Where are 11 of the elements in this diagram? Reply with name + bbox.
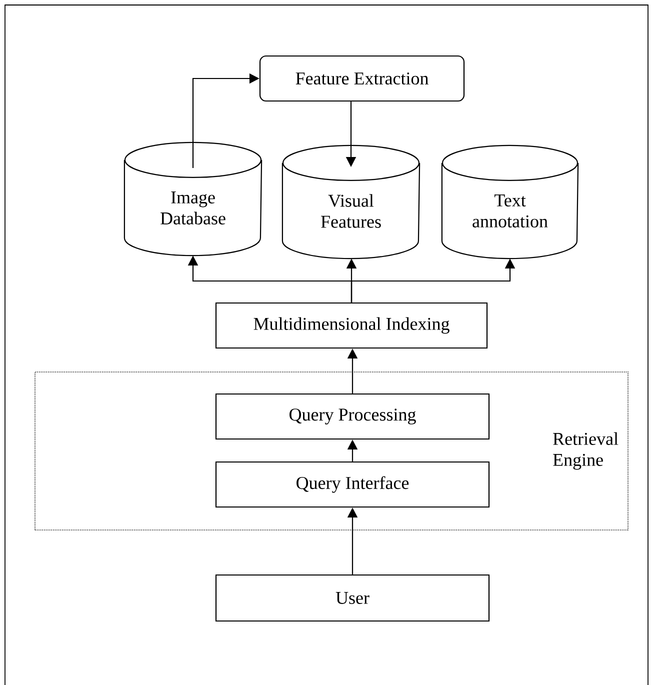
database-cylinder: Image Database xyxy=(124,142,262,256)
process-box: User xyxy=(215,574,490,622)
node-label: Visual Features xyxy=(321,194,381,228)
database-cylinder: Visual Features xyxy=(282,144,420,260)
process-box: Query Processing xyxy=(215,393,490,440)
feature-extraction-box: Feature Extraction xyxy=(259,55,465,102)
process-box: Multidimensional Indexing xyxy=(215,302,488,349)
process-box: Query Interface xyxy=(215,461,490,508)
node-label: Image Database xyxy=(160,192,226,224)
database-cylinder: Text annotation xyxy=(441,144,579,260)
node-label: Text annotation xyxy=(472,194,548,228)
